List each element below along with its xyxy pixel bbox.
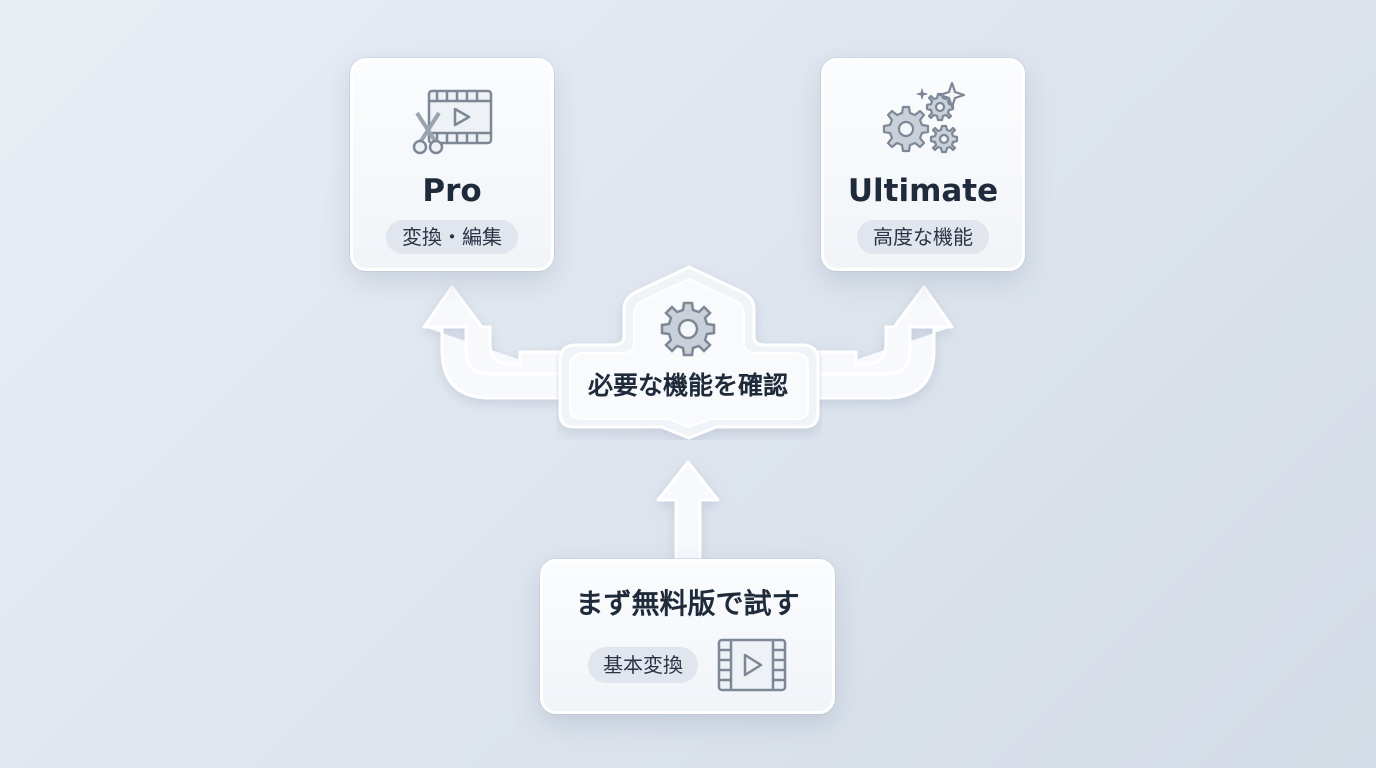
plan-card-ultimate: Ultimate 高度な機能	[821, 58, 1025, 271]
arrow-start-to-hub	[656, 460, 720, 564]
video-play-icon	[716, 637, 788, 697]
arrow-hub-to-pro	[422, 285, 564, 400]
start-title: まず無料版で試す	[575, 587, 800, 620]
plan-tag-ultimate: 高度な機能	[857, 220, 989, 254]
plan-tag-pro: 変換・編集	[386, 220, 518, 254]
video-edit-icon	[409, 87, 495, 163]
plan-title-pro: Pro	[422, 173, 482, 209]
start-tag: 基本変換	[588, 647, 698, 683]
plan-title-ultimate: Ultimate	[847, 173, 999, 209]
plan-card-pro: Pro 変換・編集	[350, 58, 554, 271]
start-card: まず無料版で試す	[540, 559, 835, 714]
gears-sparkle-icon	[878, 81, 968, 163]
gear-icon	[659, 300, 717, 362]
hub-label: 必要な機能を確認	[587, 371, 788, 400]
arrow-hub-to-ultimate	[812, 285, 954, 400]
